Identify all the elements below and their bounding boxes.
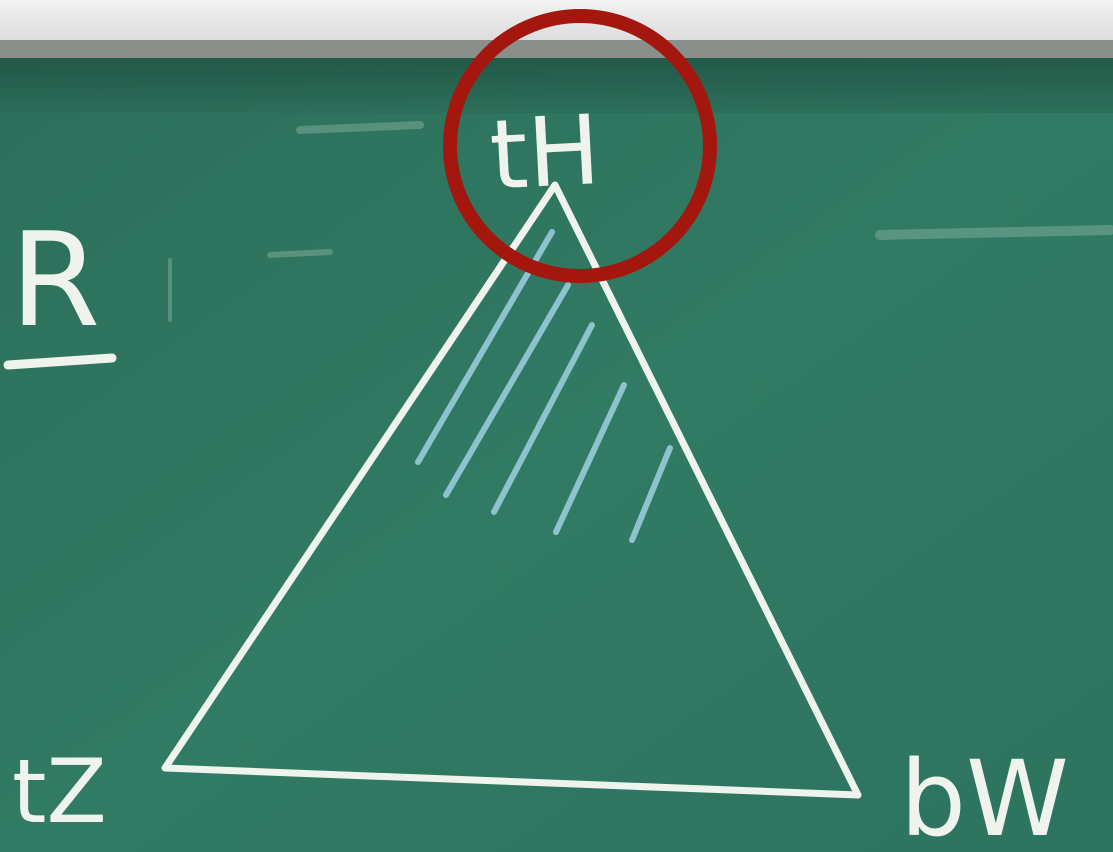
left-vertex-label: tZ	[12, 740, 107, 843]
left-edge-label: R	[10, 204, 100, 356]
right-vertex-label: bW	[900, 738, 1069, 852]
apex-label: tH	[487, 94, 603, 212]
board-frame	[0, 40, 1113, 60]
